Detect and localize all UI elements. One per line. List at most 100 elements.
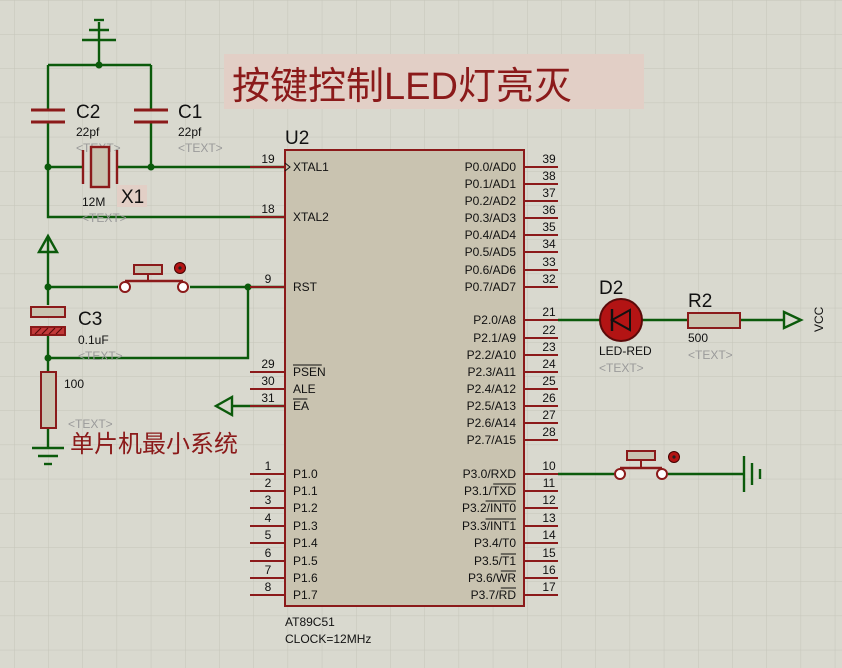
c3-ref: C3 <box>78 309 102 330</box>
c3-text: <TEXT> <box>78 349 123 363</box>
pin-name: P0.0/AD0 <box>465 160 517 174</box>
pin-number: 19 <box>261 152 275 166</box>
pin-number: 36 <box>542 203 556 217</box>
led-d2[interactable] <box>599 298 643 342</box>
pin-number: 1 <box>265 459 272 473</box>
vcc-terminal-icon <box>782 310 804 330</box>
junction-dot <box>44 283 52 291</box>
pin-number: 7 <box>265 563 272 577</box>
crystal-x1[interactable] <box>81 145 119 189</box>
pin-name: P1.4 <box>293 536 318 550</box>
pin-number: 37 <box>542 186 556 200</box>
pin-number: 21 <box>542 305 556 319</box>
x1-value: 12M <box>82 195 105 209</box>
pin-name: P0.4/AD4 <box>465 228 517 242</box>
p30-button[interactable] <box>614 450 680 480</box>
chip-clock: CLOCK=12MHz <box>285 632 371 646</box>
pin-number: 30 <box>261 374 275 388</box>
pin-number: 27 <box>542 408 556 422</box>
pin-number: 11 <box>543 476 556 490</box>
pin-number: 38 <box>542 169 556 183</box>
c2-ref: C2 <box>76 102 100 123</box>
pin-number: 22 <box>542 323 556 337</box>
pin-number: 33 <box>542 255 556 269</box>
reset-button[interactable] <box>119 262 189 293</box>
c3-value: 0.1uF <box>78 333 109 347</box>
capacitor-c1[interactable] <box>134 108 168 124</box>
pin-name: P3.4/T0 <box>474 536 516 550</box>
pin-number: 6 <box>265 546 272 560</box>
x1-text: <TEXT> <box>82 211 127 225</box>
d2-ref: D2 <box>599 278 623 299</box>
pin-name: P0.3/AD3 <box>465 211 517 225</box>
pin-name: P1.2 <box>293 501 318 515</box>
pin-name: P3.2/INT0 <box>462 501 516 515</box>
pin-name: P2.1/A9 <box>473 331 516 345</box>
pin-number: 34 <box>542 237 556 251</box>
pin-number: 15 <box>542 546 556 560</box>
pin-number: 5 <box>265 528 272 542</box>
power-terminal-icon <box>36 233 60 255</box>
pin-name: P1.0 <box>293 467 318 481</box>
pin-name: XTAL2 <box>293 210 329 224</box>
pin-number: 2 <box>265 476 272 490</box>
x1-label-bg <box>117 185 147 207</box>
pin-number: 8 <box>265 580 272 594</box>
pin-name: P1.7 <box>293 588 318 602</box>
junction-dot <box>147 163 155 171</box>
junction-dot <box>244 283 252 291</box>
r2-value: 500 <box>688 331 708 345</box>
pin-name: RST <box>293 280 318 294</box>
junction-dot <box>95 61 103 69</box>
pin-name: P0.2/AD2 <box>465 194 517 208</box>
capacitor-c3[interactable] <box>30 306 66 336</box>
pin-number: 10 <box>542 459 556 473</box>
pin-number: 31 <box>261 391 275 405</box>
mcu-chip[interactable] <box>284 149 525 607</box>
d2-value: LED-RED <box>599 344 652 358</box>
pin-number: 4 <box>265 511 272 525</box>
r2-text: <TEXT> <box>688 348 733 362</box>
ground-right-icon <box>742 456 762 492</box>
pin-name: P2.6/A14 <box>467 416 517 430</box>
pin-name: XTAL1 <box>293 160 329 174</box>
pin-number: 35 <box>542 220 556 234</box>
pin-number: 29 <box>261 357 275 371</box>
pin-number: 14 <box>542 528 556 542</box>
pin-name: ALE <box>293 382 316 396</box>
reset-resistor-value: 100 <box>64 377 84 391</box>
r2-ref: R2 <box>688 291 712 312</box>
resistor-r2[interactable] <box>687 312 741 329</box>
pin-number: 23 <box>542 340 556 354</box>
ground-bottom <box>32 446 64 466</box>
junction-dot <box>44 163 52 171</box>
c2-value: 22pf <box>76 125 100 139</box>
pin-name: PSEN <box>293 365 326 379</box>
pin-name: P2.4/A12 <box>467 382 517 396</box>
pin-number: 32 <box>542 272 556 286</box>
pin-name: P0.5/AD5 <box>465 245 517 259</box>
x1-ref: X1 <box>121 187 144 208</box>
c1-value: 22pf <box>178 125 202 139</box>
pin-name: P3.0/RXD <box>463 467 517 481</box>
pin-number: 28 <box>542 425 556 439</box>
pin-name: P3.6/WR <box>468 571 516 585</box>
pin-name: P2.0/A8 <box>473 313 516 327</box>
pin-number: 3 <box>265 493 272 507</box>
pin-name: P2.2/A10 <box>467 348 517 362</box>
capacitor-c2[interactable] <box>31 108 65 124</box>
title-background <box>224 54 644 109</box>
d2-text: <TEXT> <box>599 361 644 375</box>
c1-ref: C1 <box>178 102 202 123</box>
pin-name: P0.7/AD7 <box>465 280 517 294</box>
subtitle: 单片机最小系统 <box>70 431 238 458</box>
reset-resistor[interactable] <box>40 371 57 429</box>
pin-name: P2.3/A11 <box>468 365 517 379</box>
pin-number: 25 <box>542 374 556 388</box>
pin-number: 9 <box>265 272 272 286</box>
pin-name: P1.1 <box>293 484 318 498</box>
pin-number: 26 <box>542 391 556 405</box>
chip-pins: 19XTAL118XTAL29RST29PSEN30ALE31EA1P1.02P… <box>250 152 558 602</box>
pin-name: P0.6/AD6 <box>465 263 517 277</box>
ground-top <box>82 18 116 42</box>
